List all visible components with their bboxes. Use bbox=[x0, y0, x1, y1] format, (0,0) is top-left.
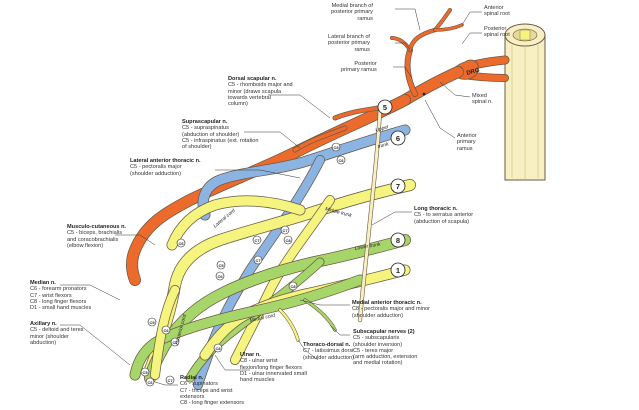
segment-label: C7 bbox=[255, 258, 261, 263]
segment-label: C6 bbox=[147, 380, 153, 385]
dorsal-scapular-label: Dorsal scapular n. C5 - rhomboids major … bbox=[228, 76, 293, 108]
root-and-rami bbox=[390, 8, 510, 106]
segment-label: C6 bbox=[217, 274, 223, 279]
lateral-branch-label: Lateral branch of posterior primary ramu… bbox=[328, 34, 370, 53]
segment-label: C5 bbox=[142, 370, 148, 375]
radial-label: Radial n. C6 - supinators C7 - triceps a… bbox=[180, 375, 245, 407]
segment-label: C7 bbox=[254, 238, 260, 243]
thin-branches bbox=[278, 298, 337, 342]
medial-cord-nerve bbox=[129, 274, 366, 381]
leader-lines bbox=[60, 8, 482, 386]
lateral-cord-label: Lateral cord bbox=[212, 208, 236, 230]
root-label-t1: 1 bbox=[396, 266, 400, 275]
lower-trunk-label: Lower trunk bbox=[354, 241, 381, 252]
posterior-root-label: Posterior spinal root bbox=[484, 26, 510, 39]
posterior-cord-nerve bbox=[150, 285, 180, 380]
mixed-nerve-label: Mixed spinal n. bbox=[472, 93, 493, 106]
long-thoracic-nerve bbox=[357, 107, 383, 323]
root-label-c5: 5 bbox=[383, 103, 387, 112]
ulnar-label: Ulnar n. C8 - ulnar wrist flexion/long f… bbox=[240, 352, 307, 384]
thoracodorsal-label: Thoraco-dorsal n. C7 - latissimus dorsi … bbox=[303, 342, 354, 361]
median-label: Median n. C6 - forearm pronators C7 - wr… bbox=[30, 280, 92, 312]
medial-cord-label: Medial cord bbox=[249, 313, 276, 324]
segment-label: C6 bbox=[163, 328, 169, 333]
segment-label: C7 bbox=[172, 340, 178, 345]
segment-label: C8 bbox=[215, 346, 221, 351]
lateral-thoracic-label: Lateral anterior thoracic n. C5 - pector… bbox=[130, 158, 201, 177]
root-number-markers: 5 6 7 8 1 bbox=[377, 99, 406, 278]
posterior-ramus-label: Posterior primary ramus bbox=[341, 61, 377, 74]
long-thoracic-label: Long thoracic n. C5 - to serratus anteri… bbox=[414, 206, 474, 225]
root-label-c7: 7 bbox=[396, 182, 400, 191]
spinal-cord bbox=[504, 23, 546, 181]
drg-label: DRG bbox=[466, 68, 481, 77]
axillary-label: Axillary n. C5 - deltoid and teres minor… bbox=[30, 321, 84, 346]
segment-label: C5 bbox=[218, 263, 224, 268]
root-label-c8: 8 bbox=[396, 236, 400, 245]
segment-label: C6 bbox=[338, 158, 344, 163]
medial-branch-label: Medial branch of posterior primary ramus bbox=[331, 3, 373, 22]
segment-label: C7 bbox=[282, 228, 288, 233]
subscapular-label: Subscapular nerves (2) C5 - subscapulari… bbox=[353, 329, 418, 367]
segment-label: C7 bbox=[167, 378, 173, 383]
segment-label: C8 bbox=[290, 284, 296, 289]
medial-thoracic-label: Medial anterior thoracic n. C8 - pectora… bbox=[352, 300, 431, 319]
segment-label: C5 bbox=[149, 320, 155, 325]
segment-label: C5 bbox=[333, 145, 339, 150]
segment-markers: C5 C6 C7 C8 C6 C7 C5 C6 C7 C8 C5 C6 C7 C… bbox=[140, 142, 346, 387]
trunk-label: trunk bbox=[377, 141, 390, 150]
root-label-c6: 6 bbox=[396, 134, 400, 143]
anterior-ramus-label: Anterior primary ramus bbox=[457, 133, 477, 152]
anterior-root-label: Anterior spinal root bbox=[484, 5, 510, 18]
segment-label: C6 bbox=[178, 241, 184, 246]
upper-trunk-label: Upper bbox=[375, 124, 390, 134]
segment-label: C8 bbox=[285, 238, 291, 243]
suprascapular-label: Suprascapular n. C5 - supraspinatus (abd… bbox=[182, 119, 259, 151]
musculocutaneous-label: Musculo-cutaneous n. C5 - biceps, brachi… bbox=[67, 224, 127, 249]
